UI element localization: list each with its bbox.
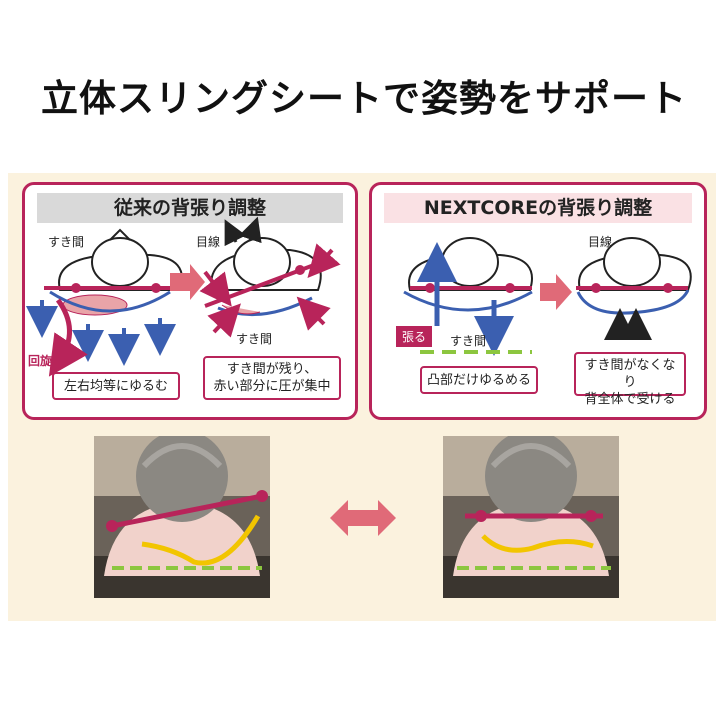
conventional-caption-before: 左右均等にゆるむ <box>52 372 180 400</box>
page-title: 立体スリングシートで姿勢をサポート <box>41 77 687 120</box>
nextcore-photo <box>443 436 619 598</box>
gaze-label-right: 目線 <box>588 235 613 249</box>
conventional-heading: 従来の背張り調整 <box>37 193 343 223</box>
nextcore-after-figure <box>576 237 692 340</box>
rotation-label: 回旋 <box>28 354 53 368</box>
caption-line: 赤い部分に圧が集中 <box>213 379 331 394</box>
nextcore-caption-after: すき間がなくなり 背全体で受ける <box>574 352 686 407</box>
nextcore-transition-arrow <box>540 274 572 310</box>
nextcore-caption-before: 凸部だけゆるめる <box>420 366 538 394</box>
tension-tag: 張る <box>396 326 433 347</box>
nextcore-before-figure <box>403 237 533 356</box>
conventional-photo <box>94 436 270 598</box>
conventional-transition-arrow <box>170 264 205 300</box>
caption-line: すき間が残り、 <box>226 362 318 377</box>
conventional-before-figure <box>26 228 183 377</box>
caption-line: 背全体で受ける <box>584 392 676 407</box>
caption-line: すき間がなくなり <box>584 358 676 390</box>
gap-label-nextcore: すき間 <box>450 334 487 348</box>
conventional-caption-after: すき間が残り、 赤い部分に圧が集中 <box>203 356 341 400</box>
gap-label-before: すき間 <box>48 235 85 249</box>
conventional-after-figure <box>199 216 341 338</box>
nextcore-heading: NEXTCOREの背張り調整 <box>384 193 692 223</box>
gaze-label-left: 目線 <box>196 235 221 249</box>
gap-label-after: すき間 <box>236 332 273 346</box>
comparison-double-arrow <box>330 500 396 536</box>
